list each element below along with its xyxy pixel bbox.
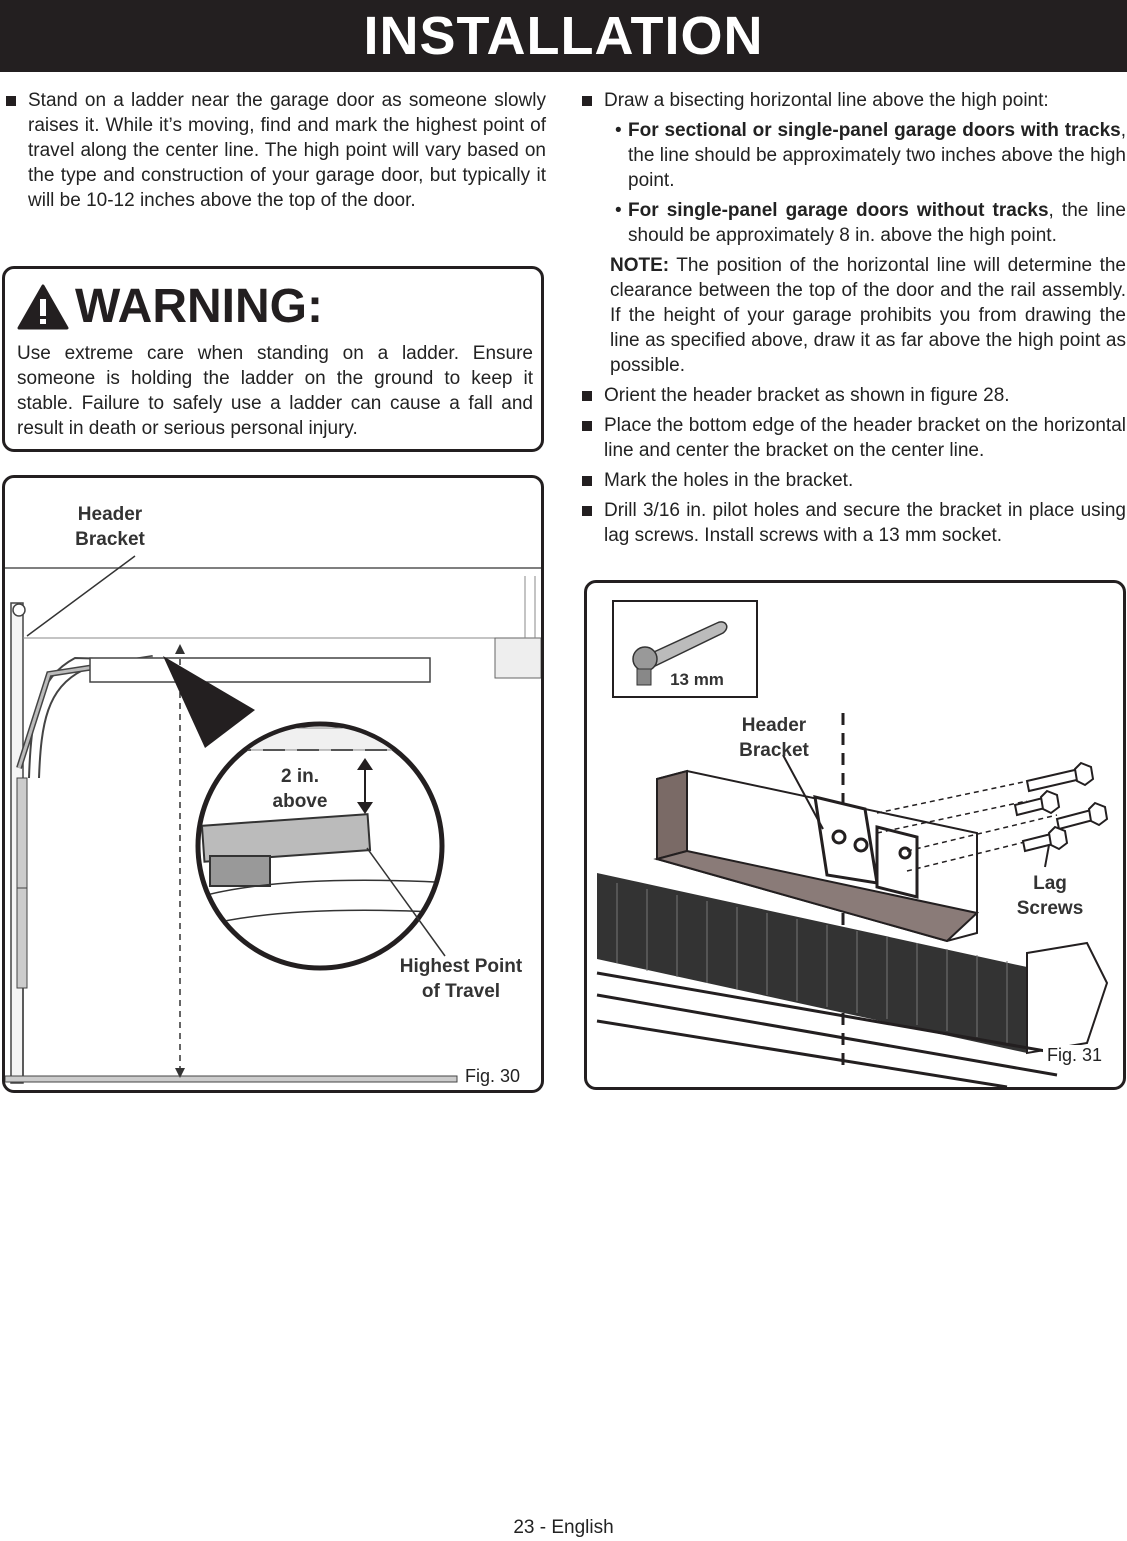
step-text: Stand on a ladder near the garage door a…: [28, 90, 546, 211]
header-bracket-illustration: [596, 600, 1109, 1087]
socket-size-label: 13 mm: [670, 670, 724, 689]
step-place-bracket: Place the bottom edge of the header brac…: [582, 413, 1126, 463]
highest-point-callout: Highest Point of Travel: [399, 956, 523, 1002]
two-inch-above-callout: 2 in. above: [272, 766, 328, 812]
figure-31-label: Fig. 31: [1043, 1045, 1107, 1066]
step-text: Place the bottom edge of the header brac…: [604, 415, 1126, 461]
sub-step-text: , the line should be approximately two i…: [628, 120, 1126, 191]
page-header: INSTALLATION: [0, 0, 1127, 72]
bullet-square-icon: [582, 96, 592, 106]
warning-title: WARNING:: [75, 280, 323, 333]
step-text: Orient the header bracket as shown in fi…: [604, 385, 1010, 406]
sub-step-bold: For single-panel garage doors without tr…: [628, 200, 1049, 221]
warning-text: Use extreme care when standing on a ladd…: [17, 343, 533, 439]
bullet-dot-icon: •: [615, 120, 622, 141]
page-footer: 23 - English: [513, 1517, 614, 1538]
step-orient-bracket: Orient the header bracket as shown in fi…: [582, 383, 1126, 408]
warning-header: WARNING:: [17, 283, 323, 331]
step-draw-line: Draw a bisecting horizontal line above t…: [582, 88, 1126, 113]
warning-triangle-icon: [17, 284, 69, 330]
garage-door-illustration: [5, 555, 541, 1084]
step-drill-holes: Drill 3/16 in. pilot holes and secure th…: [582, 498, 1126, 548]
sub-step-with-tracks: • For sectional or single-panel garage d…: [582, 118, 1126, 193]
header-bracket-callout: Header Bracket: [75, 504, 145, 550]
note-label: NOTE:: [610, 255, 670, 276]
right-column: Draw a bisecting horizontal line above t…: [582, 88, 1126, 553]
bullet-square-icon: [582, 476, 592, 486]
step-text: Draw a bisecting horizontal line above t…: [604, 90, 1049, 111]
note-text: The position of the horizontal line will…: [610, 255, 1126, 376]
bullet-square-icon: [6, 96, 16, 106]
page-title: INSTALLATION: [363, 6, 764, 66]
bullet-square-icon: [582, 391, 592, 401]
figure-30: Header Bracket 2 in. above Highest Point…: [2, 475, 544, 1093]
bullet-square-icon: [582, 506, 592, 516]
step-mark-holes: Mark the holes in the bracket.: [582, 468, 1126, 493]
sub-step-without-tracks: • For single-panel garage doors without …: [582, 198, 1126, 248]
header-bracket-callout: Header Bracket: [739, 715, 809, 761]
figure-30-label: Fig. 30: [461, 1066, 525, 1087]
bullet-dot-icon: •: [615, 200, 622, 221]
sub-step-text: , the line should be approximately 8 in.…: [628, 200, 1127, 246]
warning-box: WARNING: Use extreme care when standing …: [2, 266, 544, 452]
step-stand-on-ladder: Stand on a ladder near the garage door a…: [6, 88, 546, 213]
bullet-square-icon: [582, 421, 592, 431]
sub-step-bold: For sectional or single-panel garage doo…: [628, 120, 1121, 141]
figure-31: 13 mm Header Bracket Lag Screws Fig. 31: [584, 580, 1126, 1090]
step-text: Mark the holes in the bracket.: [604, 470, 854, 491]
left-column: Stand on a ladder near the garage door a…: [6, 88, 546, 218]
note-paragraph: NOTE: The position of the horizontal lin…: [582, 253, 1126, 378]
lag-screws-callout: Lag Screws: [1016, 873, 1084, 919]
step-text: Drill 3/16 in. pilot holes and secure th…: [604, 500, 1126, 546]
